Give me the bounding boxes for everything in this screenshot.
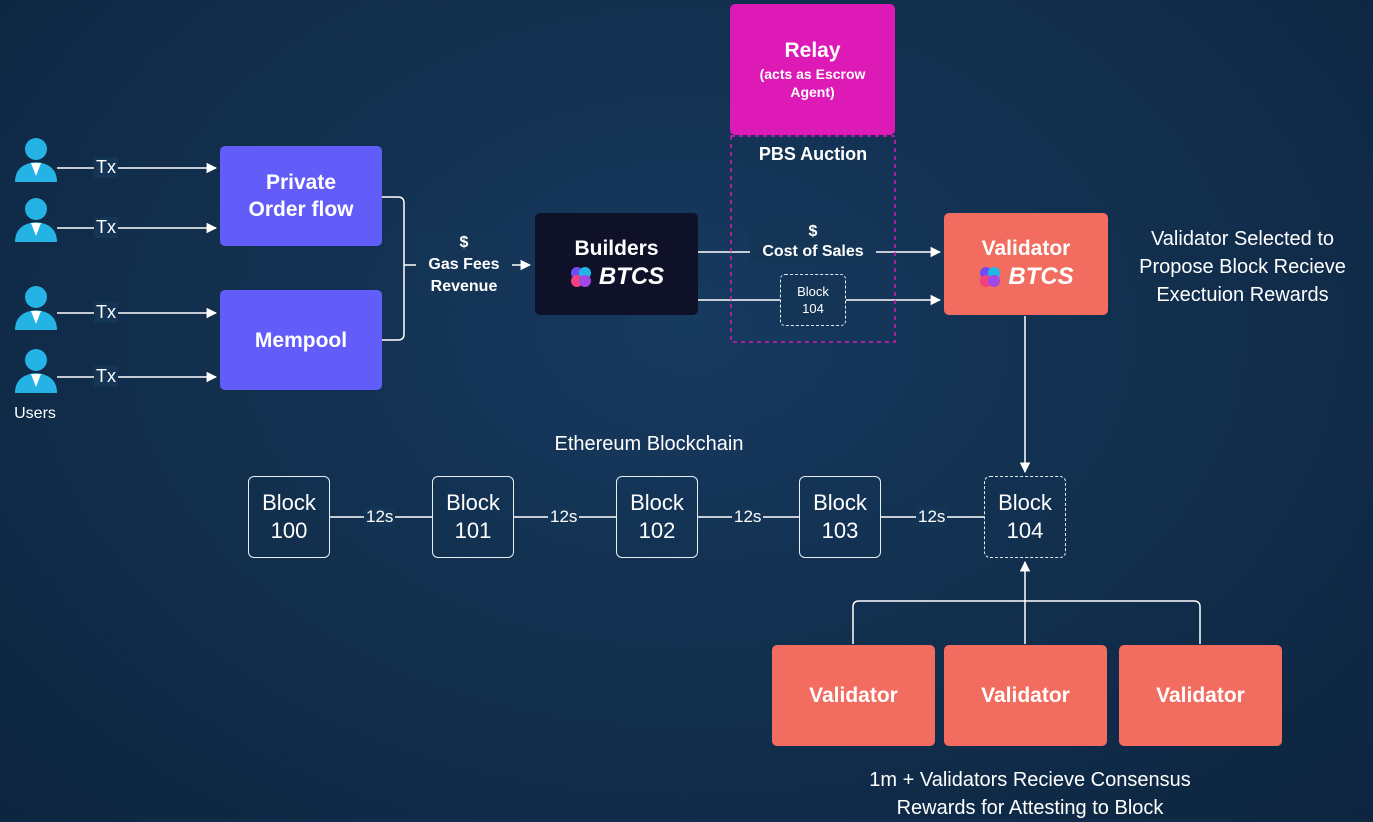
chain-block-number: 100 <box>270 518 308 543</box>
user-icon <box>15 138 57 182</box>
private-order-flow-line2: Order flow <box>248 198 354 221</box>
mempool-label: Mempool <box>254 328 348 352</box>
auction-block: Block 104 <box>780 274 846 326</box>
builders-label: Builders <box>574 237 659 260</box>
chain-block-102: Block 102 <box>616 476 698 558</box>
validator-note: Validator Selected to Propose Block Reci… <box>1112 225 1373 309</box>
user-icon <box>15 286 57 330</box>
validator-note-line1: Validator Selected to <box>1150 228 1335 250</box>
attester-bracket <box>852 600 1201 644</box>
chain-block-word: Block <box>813 490 867 515</box>
consensus-note: 1m + Validators Recieve Consensus Reward… <box>780 766 1280 822</box>
attester-validator-label: Validator <box>809 683 898 707</box>
gas-fees-label: $ Gas Fees Revenue <box>416 232 512 298</box>
auction-block-line1: Block <box>797 284 829 299</box>
validator-note-line2: Propose Block Recieve <box>1139 256 1346 278</box>
auction-block-line2: 104 <box>802 301 824 316</box>
tx-label: Tx <box>94 302 118 323</box>
proposer-validator-brand: BTCS <box>1008 263 1074 290</box>
attester-validator-label: Validator <box>1156 683 1245 707</box>
btcs-logo: BTCS <box>978 263 1074 291</box>
cost-of-sales-label: $ Cost of Sales <box>750 222 876 262</box>
attester-validator-1: Validator <box>772 645 935 746</box>
interval-label: 12s <box>916 507 948 527</box>
user-icon <box>15 349 57 393</box>
chain-title: Ethereum Blockchain <box>554 433 744 455</box>
chain-block-104: Block 104 <box>984 476 1066 558</box>
btcs-logo-icon <box>570 267 591 287</box>
builders-brand: BTCS <box>598 263 665 290</box>
cost-of-sales-text: Cost of Sales <box>762 243 864 260</box>
btcs-logo-icon <box>980 267 1001 287</box>
btcs-logo: BTCS <box>569 263 664 291</box>
private-order-flow-line1: Private <box>265 171 337 194</box>
chain-block-word: Block <box>998 490 1052 515</box>
users-label: Users <box>14 405 56 422</box>
chain-block-number: 103 <box>821 518 859 543</box>
gas-fees-line2: Revenue <box>430 278 498 295</box>
gas-fees-symbol: $ <box>459 234 469 251</box>
validator-note-line3: Exectuion Rewards <box>1156 284 1329 306</box>
private-order-flow-node: Private Order flow <box>220 146 382 246</box>
proposer-validator-label: Validator <box>981 237 1071 260</box>
chain-block-word: Block <box>630 490 684 515</box>
gas-fees-line1: Gas Fees <box>428 256 500 273</box>
pbs-auction-label: PBS Auction <box>758 144 868 164</box>
interval-label: 12s <box>732 507 764 527</box>
relay-node: Relay (acts as Escrow Agent) <box>730 4 895 135</box>
relay-sub1: (acts as Escrow <box>759 65 866 82</box>
tx-label: Tx <box>94 217 118 238</box>
builders-node: Builders BTCS <box>535 213 698 315</box>
attester-validator-label: Validator <box>981 683 1070 707</box>
user-icon <box>15 198 57 242</box>
chain-block-word: Block <box>446 490 500 515</box>
proposer-validator-node: Validator BTCS <box>944 213 1108 315</box>
tx-label: Tx <box>94 157 118 178</box>
chain-block-100: Block 100 <box>248 476 330 558</box>
chain-block-103: Block 103 <box>799 476 881 558</box>
chain-block-number: 104 <box>1006 518 1044 543</box>
interval-label: 12s <box>364 507 396 527</box>
chain-block-101: Block 101 <box>432 476 514 558</box>
attester-validator-2: Validator <box>944 645 1107 746</box>
mempool-node: Mempool <box>220 290 382 390</box>
chain-block-number: 101 <box>454 518 492 543</box>
interval-label: 12s <box>548 507 580 527</box>
tx-label: Tx <box>94 366 118 387</box>
consensus-note-line1: 1m + Validators Recieve Consensus <box>869 769 1191 791</box>
relay-sub2: Agent) <box>790 83 835 100</box>
chain-block-number: 102 <box>638 518 676 543</box>
consensus-note-line2: Rewards for Attesting to Block <box>896 797 1164 819</box>
attester-validator-3: Validator <box>1119 645 1282 746</box>
merge-bracket <box>382 196 405 341</box>
relay-title: Relay <box>784 38 841 62</box>
cost-of-sales-symbol: $ <box>808 223 818 240</box>
pbs-auction-region <box>730 135 896 343</box>
chain-block-word: Block <box>262 490 316 515</box>
